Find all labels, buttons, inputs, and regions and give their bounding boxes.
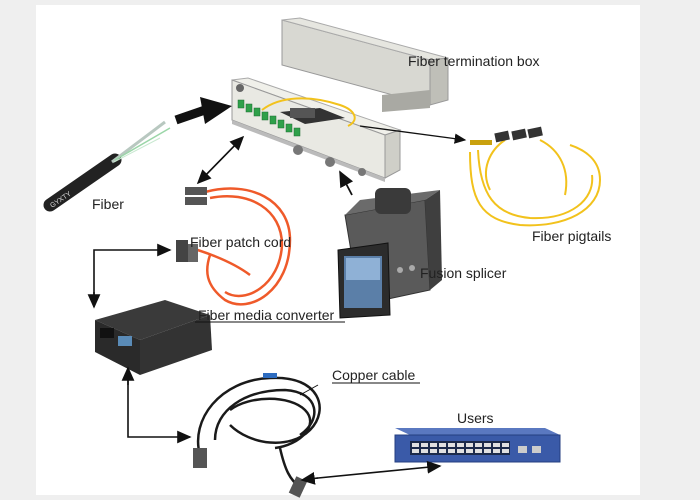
copper-cable-label-leader (299, 384, 319, 396)
pigtail-connectors (470, 126, 543, 145)
fusion-splicer-image (337, 188, 442, 319)
patch-cord-connectors (176, 187, 207, 262)
fiber-pigtails-label: Fiber pigtails (532, 228, 612, 244)
copper-cable-band (263, 373, 277, 378)
copper-to-switch-arrow (307, 460, 442, 480)
fiber-to-box-arrow (174, 97, 232, 125)
fiber-patch-cord-label: Fiber patch cord (190, 234, 292, 250)
connection-arrows (87, 97, 467, 485)
fiber-media-converter-label: Fiber media converter (198, 307, 335, 323)
converter-to-patch-cord-arrow (93, 243, 172, 305)
fiber-termination-box-label: Fiber termination box (408, 53, 540, 69)
fiber-pigtails-image (469, 139, 602, 227)
fiber-label: Fiber (92, 196, 124, 212)
converter-to-copper-arrow (127, 375, 192, 444)
fiber-cable-image (43, 120, 171, 212)
fusion-splicer-label: Fusion splicer (420, 265, 507, 281)
box-to-pigtails-arrow (359, 125, 467, 144)
box-to-patch-cord-arrow-back (197, 135, 245, 184)
copper-cable-label: Copper cable (332, 367, 416, 383)
fiber-termination-box-image (231, 17, 449, 182)
switch-to-copper-arrowhead (300, 472, 319, 485)
splicer-to-box-arrow (339, 170, 354, 196)
network-switch-image (394, 428, 561, 463)
fiber-media-converter-image (95, 300, 212, 375)
rj45-connectors (193, 448, 308, 498)
users-label: Users (457, 410, 494, 426)
